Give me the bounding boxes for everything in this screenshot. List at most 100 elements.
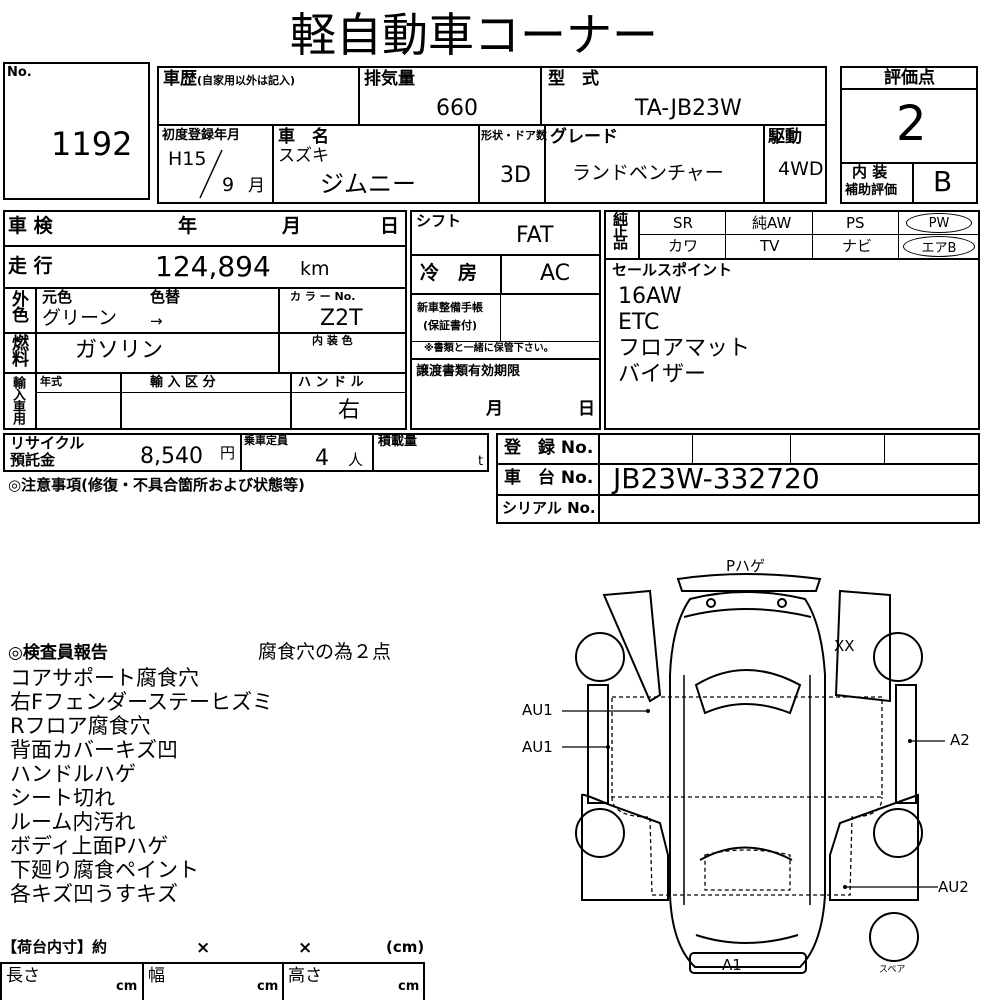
cargo-height-label: 高さ [288, 966, 322, 986]
inspector-item: コアサポート腐食穴 [10, 666, 199, 690]
recycle-label-2: 預託金 [10, 451, 56, 469]
maintenance-label-2: (保証書付) [423, 319, 478, 332]
diagram-label-xx: XX [834, 637, 855, 655]
equip-aw: 純AW [752, 214, 792, 232]
capacity-value: 4 [315, 446, 329, 471]
sales-point-1: 16AW [618, 284, 682, 309]
inspector-summary: 腐食穴の為２点 [258, 641, 392, 663]
color-no-label: カ ラ ー No. [290, 290, 356, 303]
lot-number: 1192 [51, 125, 133, 163]
equip-navi: ナビ [842, 237, 873, 255]
equip-airbag: エアB [903, 236, 975, 257]
interior-color-label: 内 装 色 [312, 334, 353, 347]
inspector-item: 右Fフェンダーステーヒズミ [10, 690, 274, 714]
displacement-label: 排気量 [364, 69, 415, 89]
model-label: 型 式 [548, 69, 599, 89]
color-arrow: → [150, 312, 163, 330]
mileage-unit: km [300, 258, 330, 280]
cargo-width-cm: cm [257, 979, 279, 994]
reg-no-label: 登 録 No. [504, 438, 594, 458]
diagram-label-a2: A2 [950, 731, 970, 749]
shift-label: シフト [416, 212, 462, 230]
lot-number-box: No. 1192 [3, 62, 150, 200]
transfer-day: 日 [578, 399, 595, 419]
equipment-sales-box [604, 210, 980, 430]
equip-sr: SR [673, 214, 693, 232]
diagram-label-spare: スペア [879, 965, 906, 975]
interior-label-1: 内 装 [852, 163, 888, 181]
load-label: 積載量 [378, 434, 418, 449]
interior-score: B [933, 165, 953, 198]
color-no-value: Z2T [320, 306, 363, 331]
drive-value: 4WD [778, 158, 824, 180]
ac-value: AC [540, 261, 571, 286]
capacity-label: 乗車定員 [244, 434, 288, 447]
cargo-length-label: 長さ [6, 966, 40, 986]
rating-score: 2 [896, 96, 927, 152]
change-color-label: 色替 [150, 288, 181, 306]
cargo-dimensions-box [0, 962, 425, 1000]
inspector-item: シート切れ [10, 786, 115, 810]
inspection-month-unit: 月 [282, 215, 302, 237]
drive-label: 駆動 [768, 127, 802, 147]
history-label: 車歴(自家用以外は記入) [163, 69, 296, 89]
fuel-label: 燃料 [8, 334, 28, 366]
handle-value: 右 [338, 398, 361, 423]
cargo-length-cm: cm [116, 979, 138, 994]
mileage-value: 124,894 [155, 250, 271, 283]
import-label: 輸入車用 [10, 376, 25, 424]
inspector-item: 下廻り腐食ペイント [10, 858, 199, 882]
equip-tv: TV [760, 237, 780, 255]
recycle-row [3, 433, 489, 472]
registration-box [496, 433, 980, 524]
orig-color-label: 元色 [42, 288, 73, 306]
inspector-item: Rフロア腐食穴 [10, 714, 151, 738]
page-title: 軽自動車コーナー [290, 8, 658, 62]
import-class-label: 輸 入 区 分 [150, 375, 216, 390]
cargo-label: 【荷台内寸】約 [2, 938, 108, 956]
mileage-label: 走 行 [8, 255, 53, 277]
inspector-item: ボディ上面Pハゲ [10, 834, 169, 858]
doors-value: 3D [500, 163, 531, 188]
cargo-x2: × [298, 938, 313, 958]
orig-color-value: グリーン [42, 307, 118, 329]
inspector-item: 各キズ凹うすキズ [10, 882, 178, 906]
sales-point-4: バイザー [618, 362, 707, 387]
car-damage-diagram [562, 573, 945, 974]
first-reg-month: 9 [222, 174, 235, 196]
spec-grid-middle [410, 210, 601, 430]
chassis-no-value: JB23W-332720 [613, 462, 820, 495]
cargo-height-cm: cm [398, 979, 420, 994]
recycle-label-1: リサイクル [10, 434, 85, 452]
spec-grid-left [3, 210, 407, 430]
grade-value: ランドベンチャー [572, 162, 724, 184]
maintenance-label-1: 新車整備手帳 [417, 301, 483, 314]
diagram-label-au1-b: AU1 [522, 738, 553, 756]
car-maker: スズキ [278, 146, 329, 166]
rating-label: 評価点 [884, 68, 935, 88]
first-reg-slash [199, 149, 223, 199]
transfer-label: 譲渡書類有効期限 [416, 364, 521, 379]
inspection-year-unit: 年 [178, 215, 198, 237]
car-name-label: 車 名 [278, 127, 329, 147]
diagram-label-a1: A1 [722, 956, 742, 974]
serial-no-label: シリアル No. [502, 499, 596, 517]
recycle-value: 8,540 [140, 444, 203, 469]
inspection-day-unit: 日 [380, 215, 400, 237]
import-year-label: 年式 [40, 375, 62, 388]
vehicle-info-grid [157, 66, 827, 204]
grade-label: グレード [550, 127, 618, 147]
cargo-width-label: 幅 [148, 966, 165, 986]
diagram-label-au1-a: AU1 [522, 701, 553, 719]
inspector-item: 背面カバーキズ凹 [10, 738, 178, 762]
sales-points-label: セールスポイント [612, 261, 733, 279]
capacity-unit: 人 [348, 451, 364, 469]
notes-label: ◎注意事項(修復・不具合箇所および状態等) [8, 476, 305, 494]
maintenance-note: ※書類と一緒に保管下さい。 [424, 343, 554, 354]
lot-label: No. [7, 65, 32, 80]
interior-label-2: 補助評価 [845, 183, 898, 198]
equip-leather: カワ [668, 237, 699, 255]
load-unit: t [478, 454, 484, 469]
ac-label: 冷 房 [420, 262, 478, 284]
doors-label: 形状・ドア数 [481, 129, 547, 142]
